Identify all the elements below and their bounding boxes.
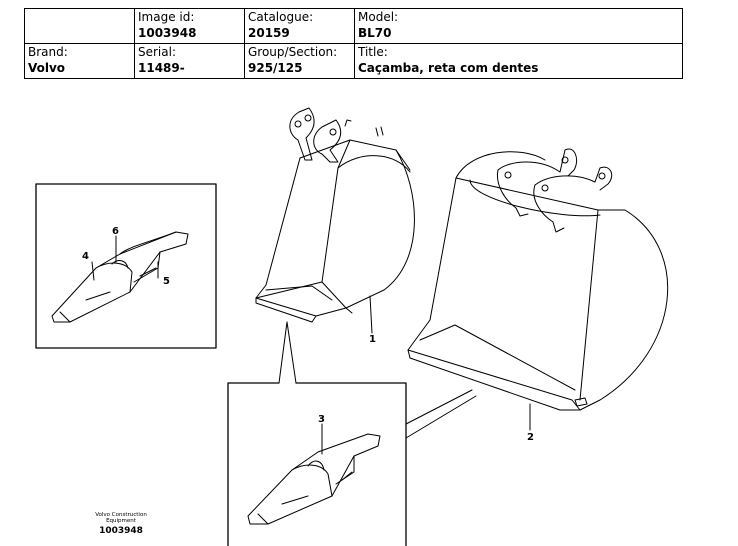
footer-stamp: Volvo Construction Equipment 1003948 [90,512,152,536]
model-label: Model: [358,10,399,24]
footer-brand-line1: Volvo Construction [95,512,147,518]
tooth-detail-box [35,183,217,349]
group-cell: Group/Section: 925/125 [244,43,355,79]
group-value: 925/125 [248,61,303,75]
callout-leader-4 [91,261,95,281]
narrow-bucket-leader [278,321,297,384]
title-label: Title: [358,45,388,59]
title-cell: Title: Caçamba, reta com dentes [354,43,683,79]
narrow-bucket [255,107,415,323]
callout-2: 2 [527,432,534,443]
callout-4: 4 [82,251,89,262]
tooth-detail-left [51,231,189,323]
model-value: BL70 [358,26,392,40]
callout-leader-1 [369,295,373,334]
serial-value: 11489- [138,61,185,75]
callout-5: 5 [163,276,170,287]
callout-3: 3 [318,414,325,425]
image-id-value: 1003948 [138,26,197,40]
serial-label: Serial: [138,45,176,59]
title-value: Caçamba, reta com dentes [358,61,539,75]
footer-brand-line2: Equipment [106,518,136,524]
catalogue-value: 20159 [248,26,290,40]
model-cell: Model: BL70 [354,8,683,44]
footer-image-id: 1003948 [99,526,143,536]
group-label: Group/Section: [248,45,338,59]
info-table: Image id: 1003948 Catalogue: 20159 Model… [24,8,683,79]
catalogue-label: Catalogue: [248,10,314,24]
tooth-detail-lower [247,433,381,525]
brand-value: Volvo [28,61,66,75]
callout-6: 6 [112,226,119,237]
wide-bucket-leader [405,389,477,439]
brand-label: Brand: [28,45,68,59]
callout-1: 1 [369,334,376,345]
wide-bucket [407,148,668,411]
brand-cell: Brand: Volvo [24,43,135,79]
tooth-detail-box-lower [227,382,407,546]
serial-cell: Serial: 11489- [134,43,245,79]
image-id-label: Image id: [138,10,195,24]
